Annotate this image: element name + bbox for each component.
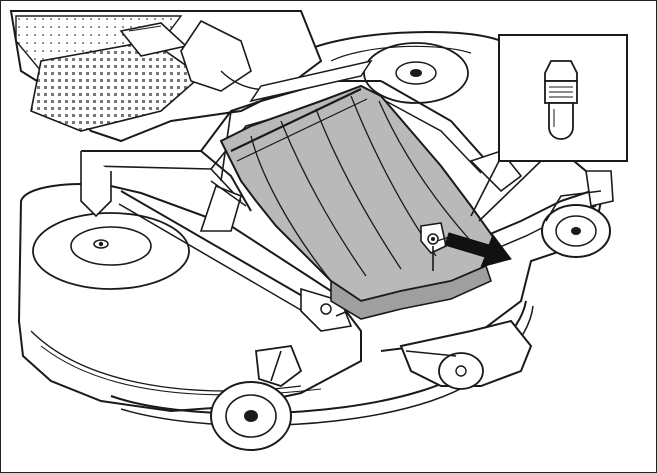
cover-latch (420, 222, 447, 271)
direction-arrow-icon (436, 232, 512, 268)
tractor-chassis (9, 10, 323, 143)
discharge-plug-icon (544, 60, 578, 140)
front-right-caster-wheel (541, 170, 614, 258)
front-anti-scalp-roller (399, 319, 533, 390)
inset-detail-panel (470, 34, 628, 222)
front-left-caster-wheel (210, 345, 303, 451)
